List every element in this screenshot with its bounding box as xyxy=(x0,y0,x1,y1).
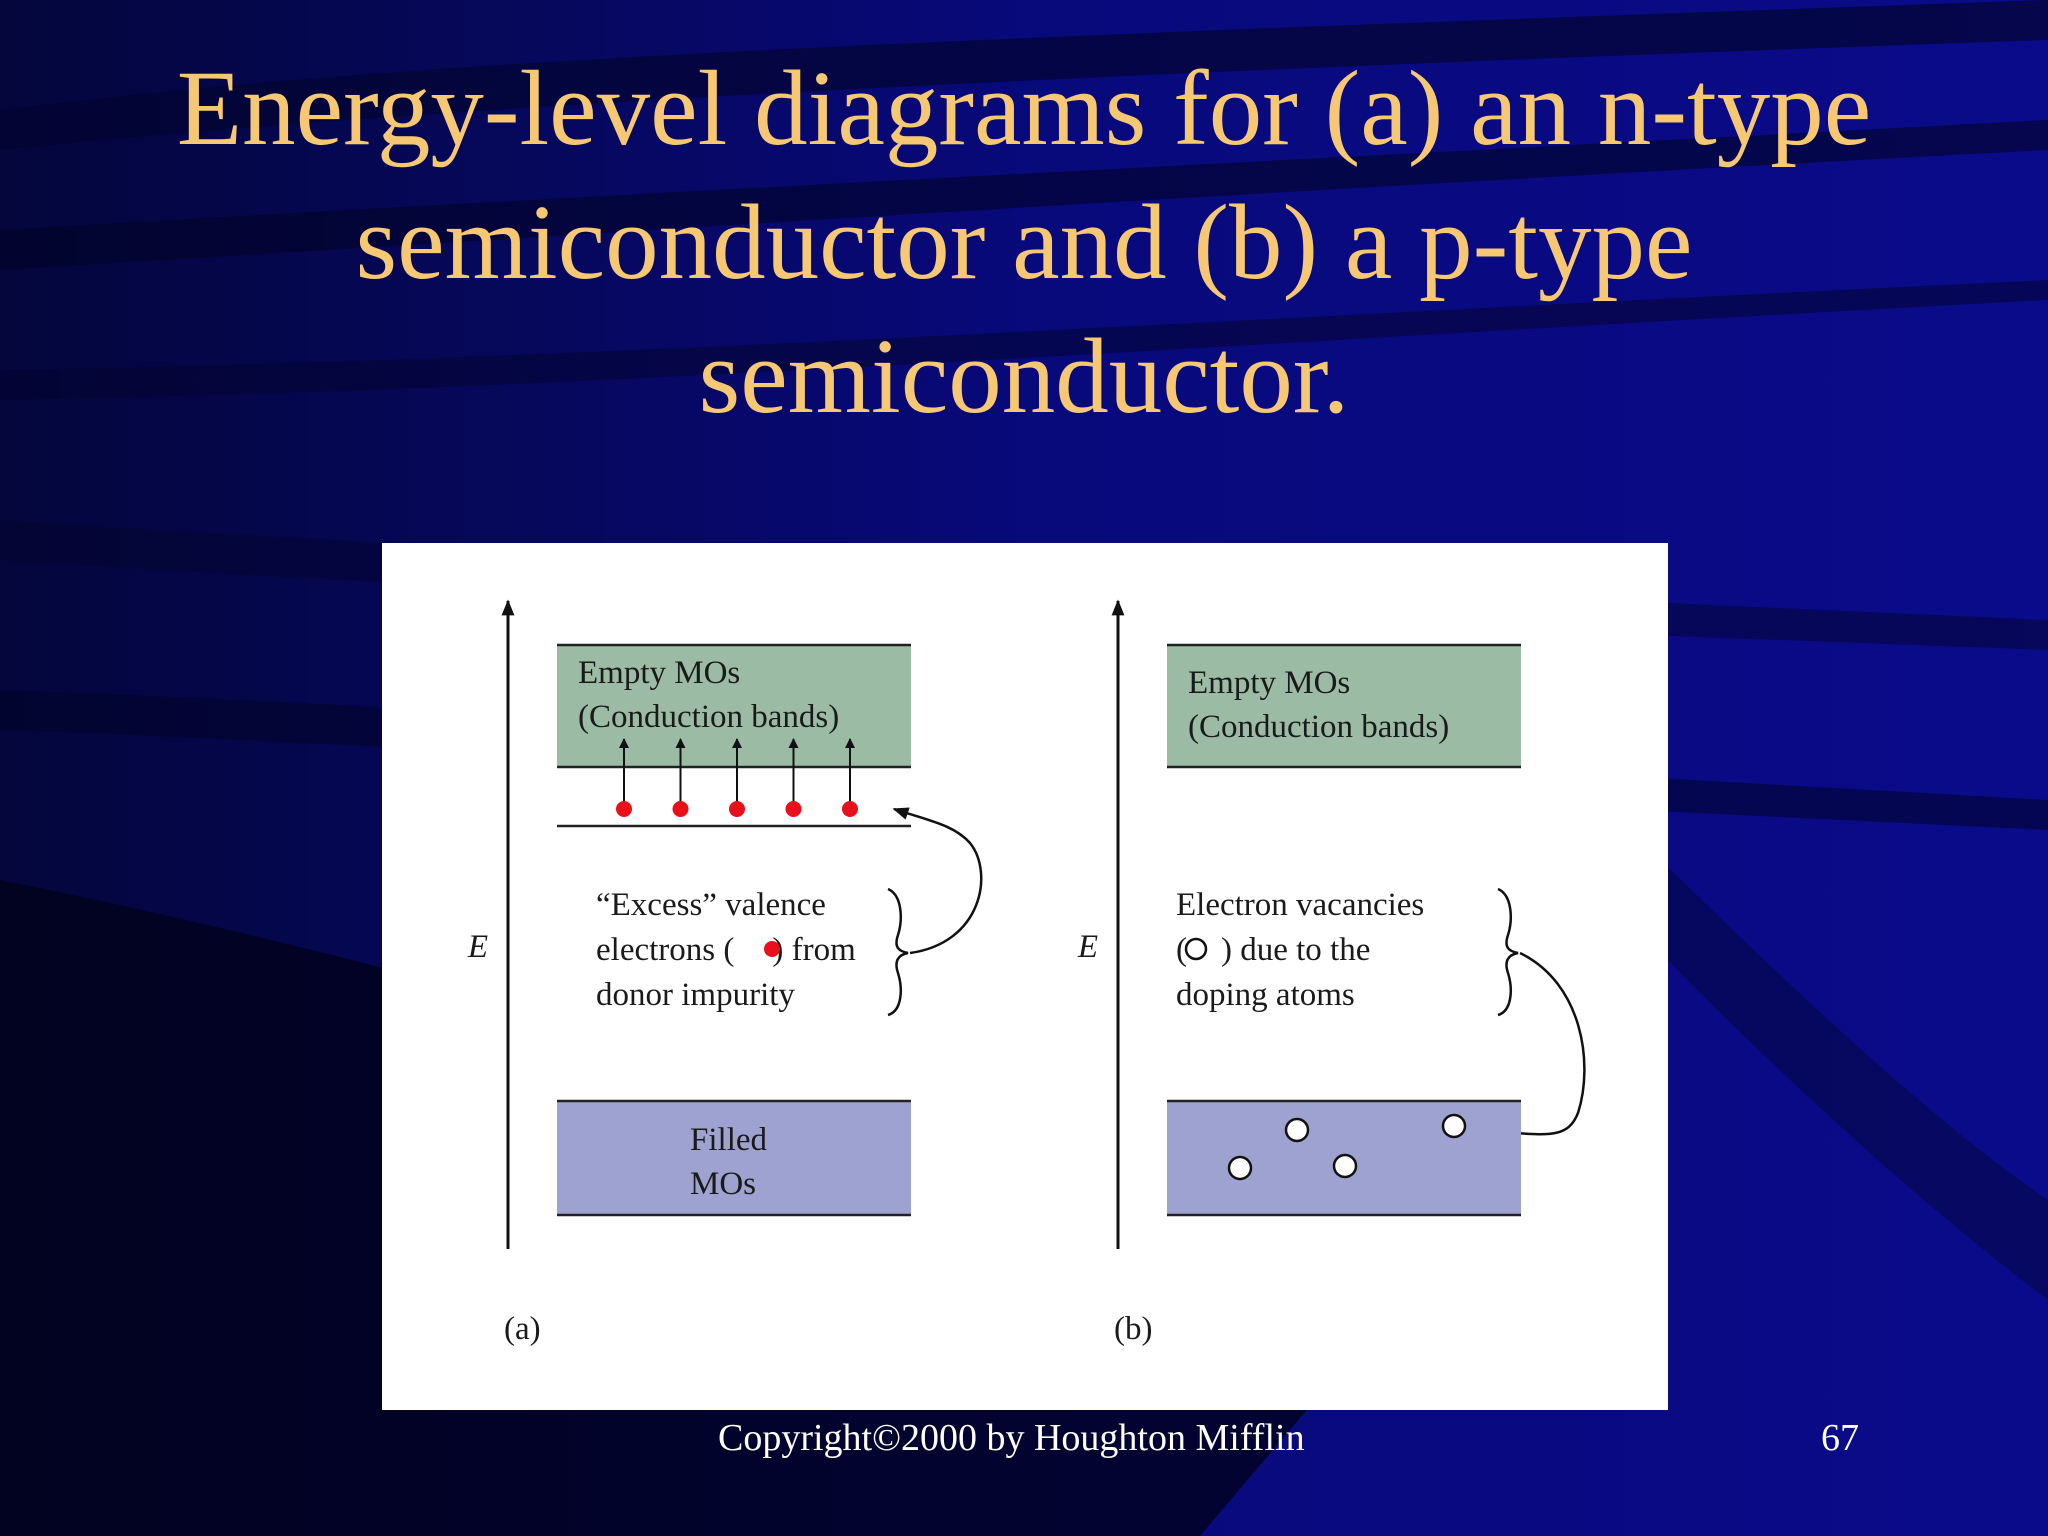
excess-electrons-label-line3: donor impurity xyxy=(596,977,795,1013)
conduction-band-label-a-line2: (Conduction bands) xyxy=(578,699,839,735)
energy-axis-label-b: E xyxy=(1077,929,1098,965)
donor-electrons xyxy=(616,738,858,817)
diagram-a: E Empty MOs (Conduction bands) “Excess” … xyxy=(467,599,983,1347)
conduction-band-label-b-line2: (Conduction bands) xyxy=(1188,709,1449,745)
conduction-band-b xyxy=(1167,645,1521,767)
electron-vacancy xyxy=(1227,1155,1253,1181)
title-line-1: Energy-level diagrams for (a) an n-type xyxy=(176,50,1872,168)
donor-electron xyxy=(729,801,745,817)
donor-electron xyxy=(672,801,689,817)
conduction-band-label-b-line1: Empty MOs xyxy=(1188,665,1350,701)
curved-arrow-b xyxy=(1474,951,1586,1138)
conduction-band-label-a-line1: Empty MOs xyxy=(578,655,740,691)
panel-label-b: (b) xyxy=(1114,1311,1152,1347)
donor-electron xyxy=(842,801,858,817)
excess-electrons-label-line1: “Excess” valence xyxy=(596,887,826,923)
electron-symbol xyxy=(764,941,780,957)
energy-level-figure: E Empty MOs (Conduction bands) “Excess” … xyxy=(382,543,1668,1410)
title-line-3: semiconductor. xyxy=(698,318,1350,436)
vacancies-label-line3: doping atoms xyxy=(1176,977,1355,1013)
electron-vacancies xyxy=(1227,1113,1467,1181)
electron-vacancy xyxy=(1332,1153,1358,1179)
valence-band-a xyxy=(557,1101,911,1215)
valence-band-label-a-line1: Filled xyxy=(690,1122,768,1158)
electron-vacancy xyxy=(1441,1113,1467,1139)
copyright-notice: Copyright©2000 by Houghton Mifflin xyxy=(718,1417,1305,1459)
donor-electron xyxy=(785,801,802,817)
panel-label-a: (a) xyxy=(504,1311,541,1347)
donor-electron xyxy=(616,801,632,817)
title-line-2: semiconductor and (b) a p-type xyxy=(355,184,1693,302)
valence-band-label-a-line2: MOs xyxy=(690,1166,756,1202)
brace-a xyxy=(887,887,909,1017)
electron-vacancy xyxy=(1284,1117,1310,1143)
excess-electrons-label-line2: electrons () from xyxy=(596,932,856,968)
curved-arrow-a xyxy=(892,807,983,955)
slide-title: Energy-level diagrams for (a) an n-type … xyxy=(0,42,2048,444)
brace-b xyxy=(1497,887,1519,1017)
diagram-b: E Empty MOs (Conduction bands) Electron … xyxy=(1077,599,1586,1347)
vacancies-label-line2: () due to the xyxy=(1176,932,1370,968)
energy-axis-label-a: E xyxy=(467,929,488,965)
page-number: 67 xyxy=(1821,1417,1859,1459)
vacancy-symbol xyxy=(1184,937,1208,961)
vacancies-label-line1: Electron vacancies xyxy=(1176,887,1424,923)
energy-level-diagrams: E Empty MOs (Conduction bands) “Excess” … xyxy=(467,599,1586,1347)
